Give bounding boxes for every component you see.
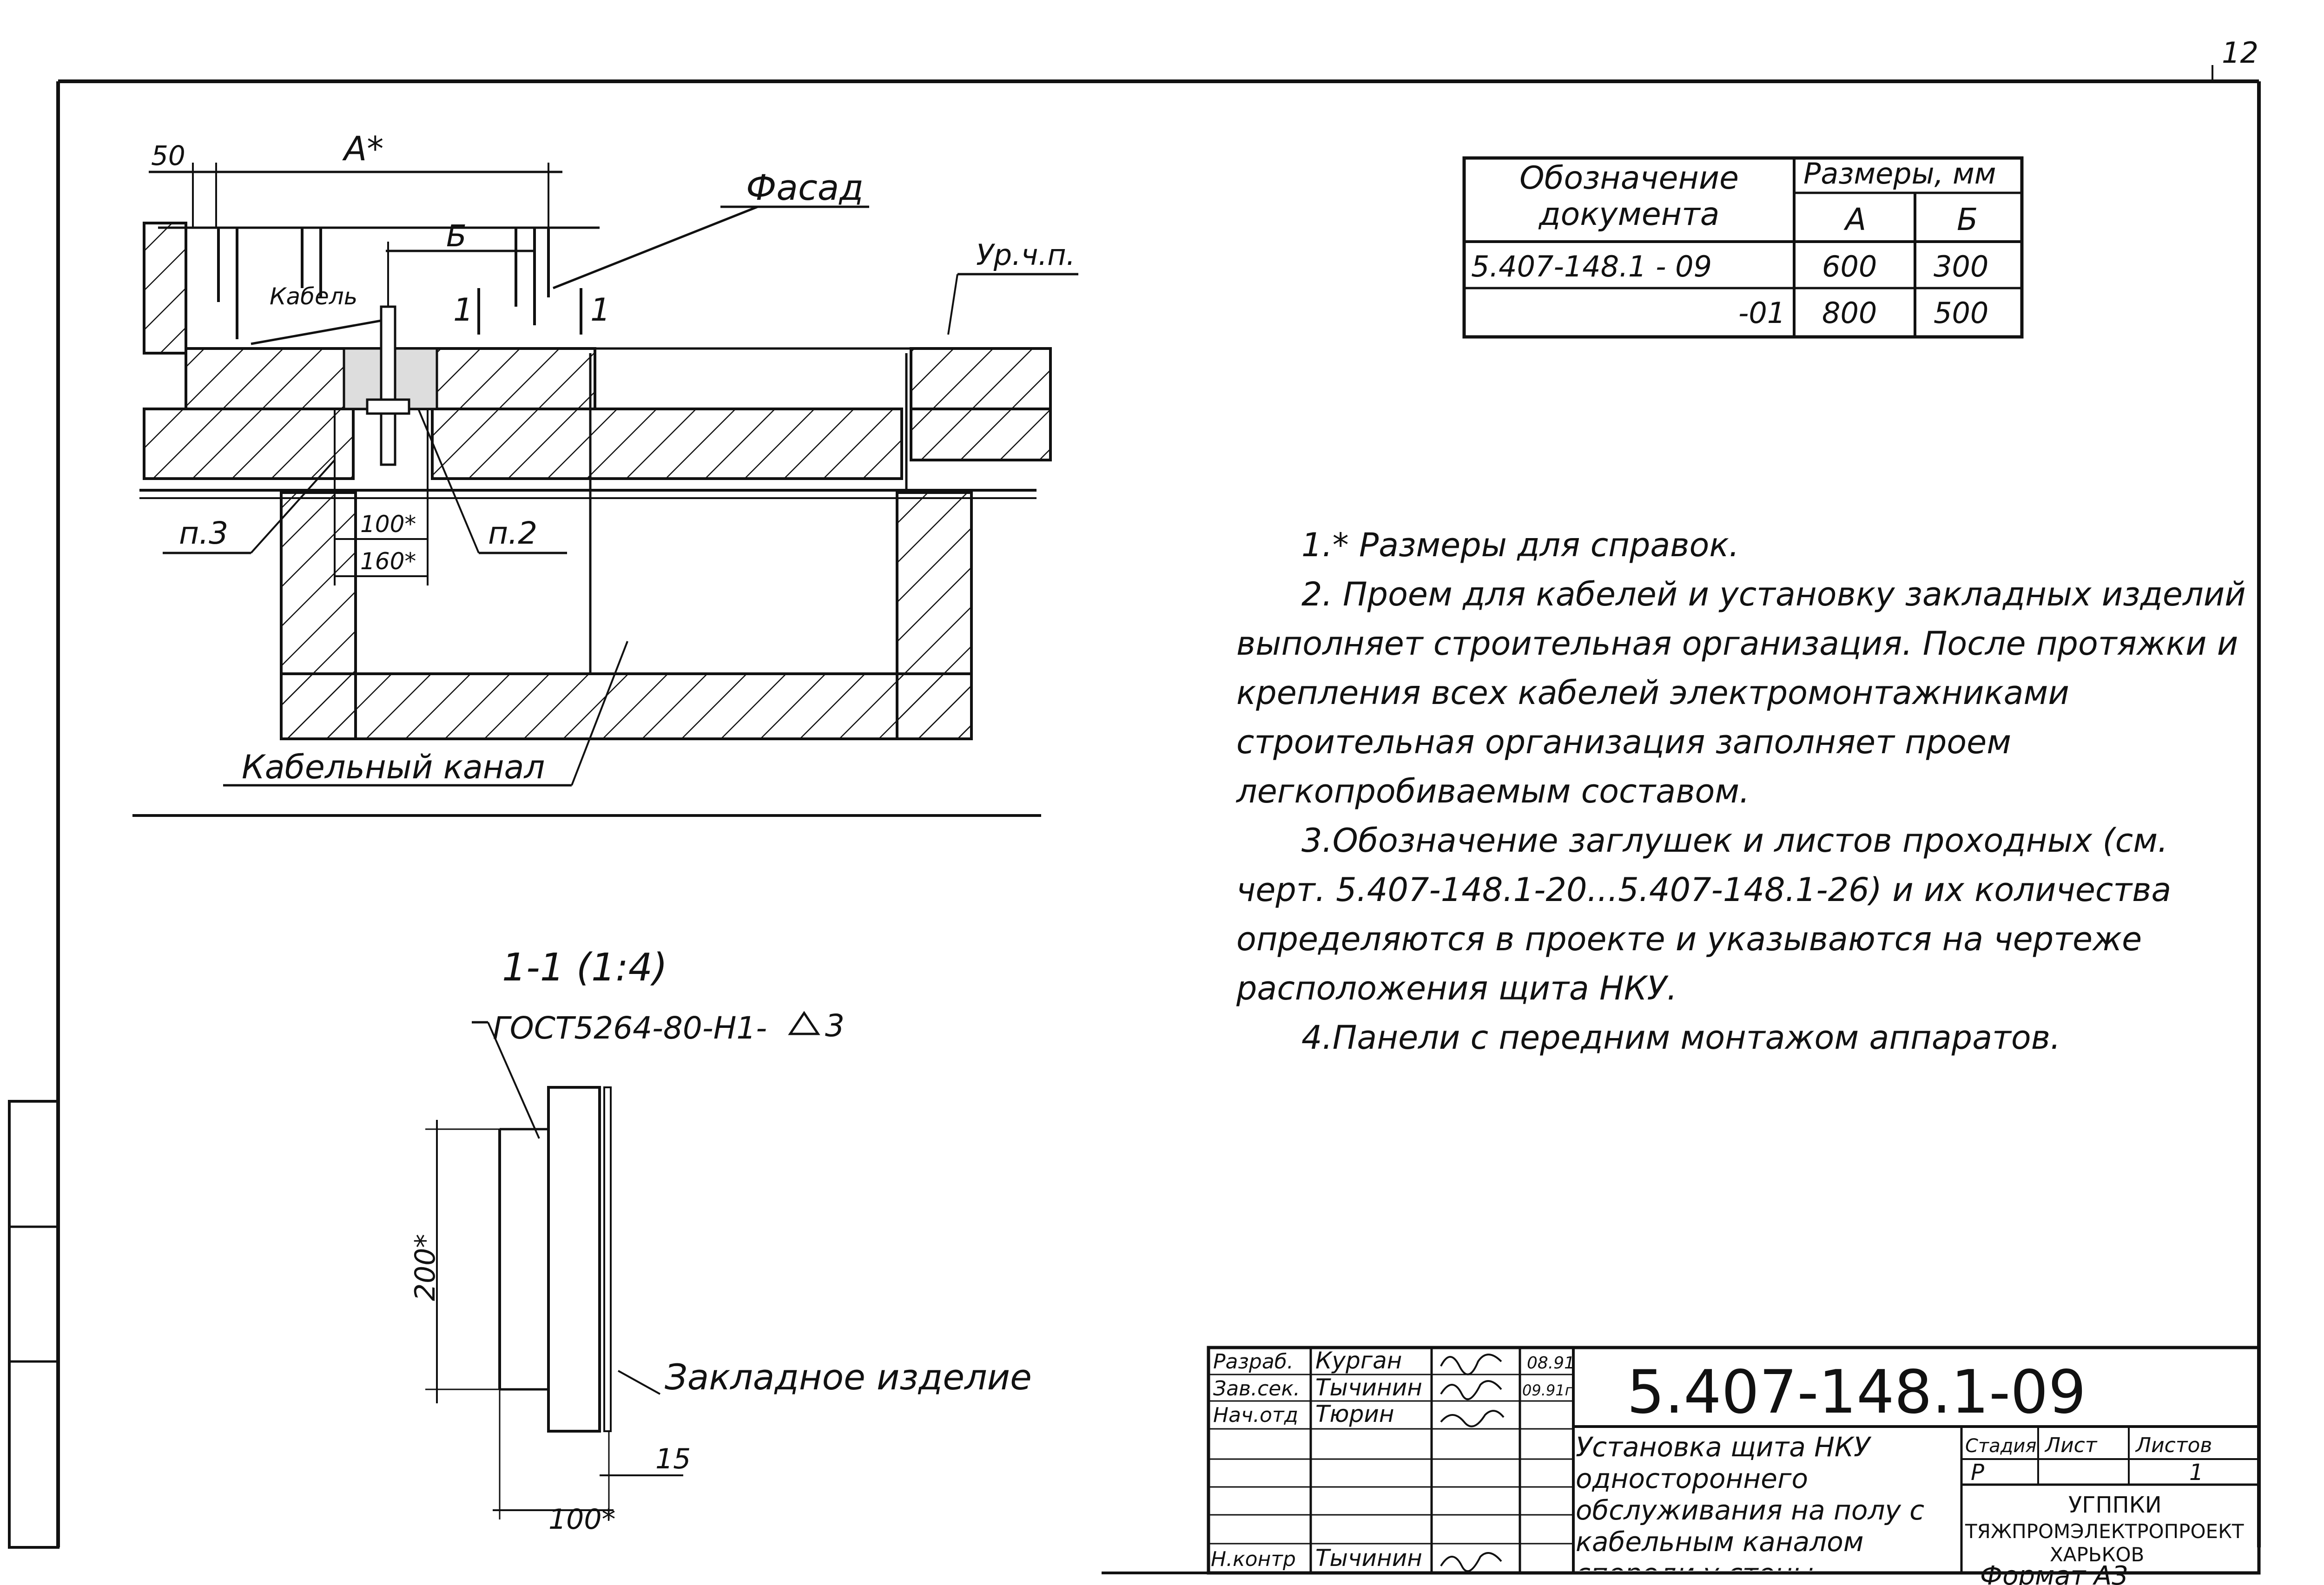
section-mark-right: 1 bbox=[590, 292, 610, 329]
note-2: 2. Проем для кабелей и установку закладн… bbox=[1236, 575, 2246, 810]
role-name: Тычинин bbox=[1315, 1545, 1422, 1572]
cable-channel-label: Кабельный канал bbox=[242, 748, 545, 786]
spec-table bbox=[1462, 156, 2024, 339]
plan-view bbox=[132, 163, 1078, 817]
section-view bbox=[425, 1021, 683, 1519]
signatures bbox=[1440, 1354, 1505, 1572]
p2-label: п.2 bbox=[488, 515, 537, 551]
floor-level-label: Ур.ч.п. bbox=[976, 238, 1075, 272]
dim-15-label: 15 bbox=[655, 1443, 691, 1475]
dim-a-label: А* bbox=[342, 129, 383, 168]
dim-100-label: 100* bbox=[360, 511, 416, 538]
note-4: 4.Панели с передним монтажом аппаратов. bbox=[1301, 1019, 2061, 1057]
role-date: 08.91 bbox=[1527, 1354, 1575, 1373]
table-row-b: 300 bbox=[1934, 250, 1988, 283]
cable-label: Кабель bbox=[270, 283, 357, 310]
weld-triangle-icon bbox=[788, 1011, 820, 1035]
table-row-a: 600 bbox=[1822, 250, 1877, 283]
dim-100-section-label: 100* bbox=[548, 1503, 616, 1536]
role-date: 09.91г bbox=[1522, 1381, 1573, 1399]
role-name: Тюрин bbox=[1315, 1401, 1394, 1427]
stage-header: Стадия bbox=[1965, 1435, 2036, 1457]
table-header-b: Б bbox=[1957, 202, 1978, 237]
notes-block: 1.* Размеры для справок. 2. Проем для ка… bbox=[1236, 520, 2250, 1062]
sheets-header: Листов bbox=[2135, 1434, 2212, 1457]
role-name: Курган bbox=[1315, 1347, 1402, 1374]
dim-160-label: 160* bbox=[360, 548, 416, 575]
weld-leg-label: 3 bbox=[825, 1008, 845, 1044]
role-name: Тычинин bbox=[1315, 1374, 1422, 1401]
table-row-a: 800 bbox=[1822, 296, 1877, 330]
role-label: Нач.отд bbox=[1213, 1403, 1298, 1427]
role-label: Н.контр bbox=[1211, 1547, 1296, 1571]
document-code: 5.407-148.1-09 bbox=[1627, 1358, 2086, 1427]
table-header-sizes: Размеры, мм bbox=[1803, 157, 1996, 191]
format-label: Формат А3 bbox=[1980, 1561, 2128, 1585]
org-line-2: ТЯЖПРОМЭЛЕКТРОПРОЕКТ bbox=[1965, 1520, 2244, 1543]
note-3: 3.Обозначение заглушек и листов проходны… bbox=[1236, 822, 2172, 1007]
embedded-part-label: Закладное изделие bbox=[665, 1356, 1032, 1398]
dim-b-label: Б bbox=[446, 219, 467, 254]
table-row-b: 500 bbox=[1934, 296, 1988, 330]
section-mark-left: 1 bbox=[453, 292, 473, 329]
note-1: 1.* Размеры для справок. bbox=[1301, 526, 1739, 564]
org-line-1: УГППКИ bbox=[2068, 1492, 2162, 1518]
title-block bbox=[1207, 1346, 2261, 1575]
sheet-header: Лист bbox=[2044, 1434, 2098, 1457]
table-header-designation: Обозначение документа bbox=[1519, 160, 1739, 233]
facade-label: Фасад bbox=[746, 167, 864, 208]
weld-spec-label: ГОСТ5264-80-Н1- bbox=[493, 1010, 767, 1046]
table-row-designation: 5.407-148.1 - 09 bbox=[1471, 250, 1712, 283]
page-number: 12 bbox=[2222, 36, 2258, 70]
dim-200-label: 200* bbox=[409, 1234, 442, 1301]
sheets-value: 1 bbox=[2189, 1460, 2204, 1486]
role-label: Разраб. bbox=[1213, 1350, 1294, 1374]
org-line-3: ХАРЬКОВ bbox=[2050, 1543, 2144, 1566]
dim-50-label: 50 bbox=[151, 140, 185, 171]
table-header-a: А bbox=[1843, 202, 1866, 237]
table-row-designation: -01 bbox=[1738, 296, 1785, 330]
drawing-title: Установка щита НКУ одностороннего обслуж… bbox=[1576, 1431, 1925, 1571]
stage-value: Р bbox=[1971, 1460, 1984, 1486]
section-title: 1-1 (1:4) bbox=[502, 946, 667, 990]
role-label: Зав.сек. bbox=[1213, 1377, 1300, 1401]
p3-label: п.3 bbox=[179, 515, 228, 551]
